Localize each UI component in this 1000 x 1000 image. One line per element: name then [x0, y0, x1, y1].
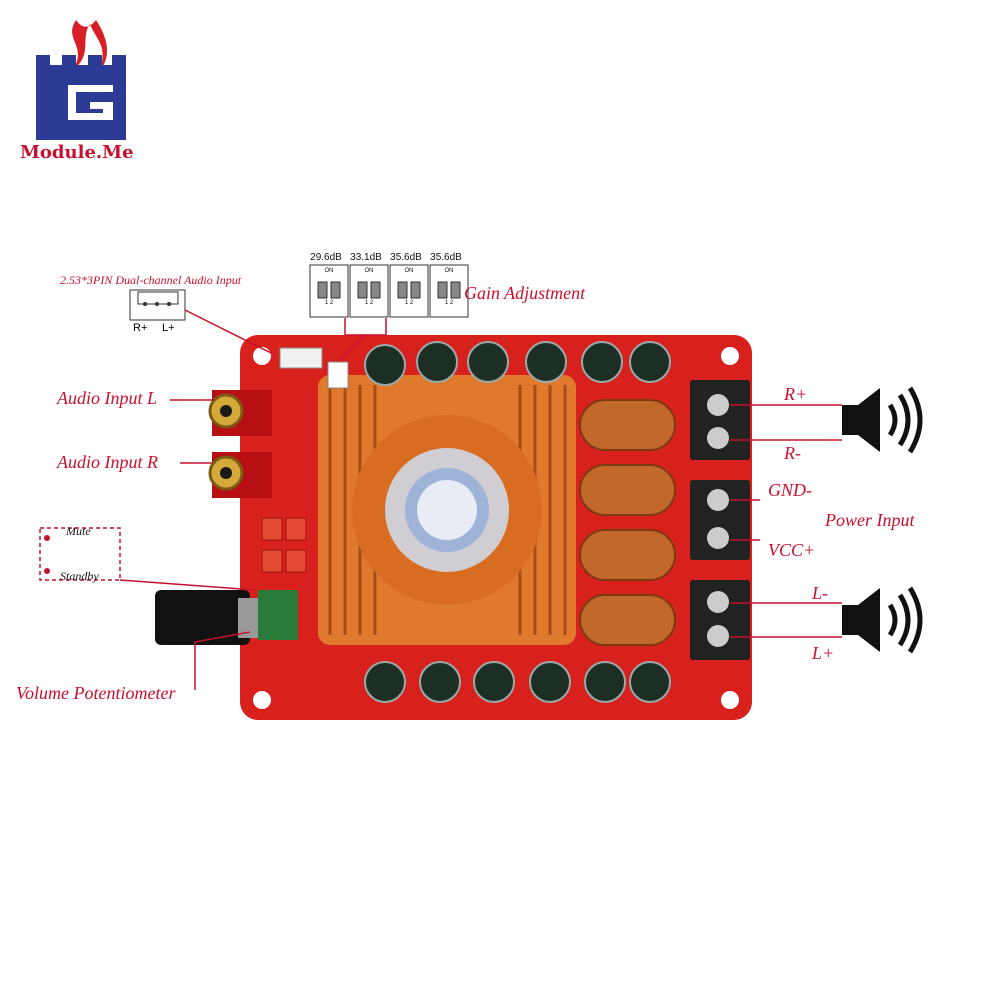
header-pin-r: R+	[133, 322, 148, 334]
volume-pot-label: Volume Potentiometer	[16, 683, 176, 703]
audio-input-header-label: 2.53*3PIN Dual-channel Audio Input	[60, 273, 242, 287]
input-header-drawing	[129, 289, 186, 321]
audio-input-l-label: Audio Input L	[57, 388, 158, 408]
mute-standby-switch	[39, 527, 121, 581]
logo-emblem	[36, 20, 126, 140]
terminal-l-plus: L+	[812, 643, 835, 663]
mount-hole	[253, 691, 271, 709]
capacitor	[629, 341, 671, 383]
gain-on-2: ON	[364, 268, 374, 274]
inductor-coil	[579, 594, 676, 646]
inductor-coil	[579, 399, 676, 451]
gain-pins-4: 1 2	[444, 300, 454, 306]
gain-db-3: 35.6dB	[390, 252, 422, 263]
header-pin-l: L+	[162, 322, 175, 334]
terminal-block-l	[690, 580, 750, 660]
terminal-block-power	[690, 480, 750, 560]
terminal-r-plus: R+	[784, 384, 808, 404]
gain-pins-3: 1 2	[404, 300, 414, 306]
rca-jack-l	[208, 390, 272, 436]
gain-db-1: 29.6dB	[310, 252, 342, 263]
gain-pins-2: 1 2	[364, 300, 374, 306]
mount-hole	[721, 347, 739, 365]
capacitor	[467, 341, 509, 383]
gain-pins-1: 1 2	[324, 300, 334, 306]
mount-hole	[721, 691, 739, 709]
brand-text: Module.Me	[20, 142, 134, 163]
capacitor	[416, 341, 458, 383]
capacitor	[629, 661, 671, 703]
terminal-l-minus: L-	[812, 583, 829, 603]
rca-jack-r	[208, 452, 272, 498]
terminal-block-r	[690, 380, 750, 460]
terminal-r-minus: R-	[784, 443, 801, 463]
g-letter-icon	[68, 85, 113, 120]
capacitor	[364, 661, 406, 703]
input-header-connector	[279, 347, 323, 369]
mount-hole	[253, 347, 271, 365]
gain-adjustment-label: Gain Adjustment	[464, 283, 586, 303]
audio-input-r-label: Audio Input R	[57, 452, 158, 472]
gain-db-4: 35.6dB	[430, 252, 462, 263]
capacitor	[525, 341, 567, 383]
logo: Module.Me	[18, 10, 148, 170]
terminal-vcc: VCC+	[768, 540, 816, 560]
speaker-icon	[842, 386, 923, 454]
capacitor	[473, 661, 515, 703]
gain-on-1: ON	[324, 268, 334, 274]
capacitor	[581, 341, 623, 383]
capacitor	[584, 661, 626, 703]
power-input-label: Power Input	[825, 510, 915, 530]
terminal-gnd: GND-	[768, 480, 812, 500]
heatsink	[318, 375, 576, 645]
gain-switch-drawings	[309, 264, 469, 318]
flame-icon	[72, 20, 108, 70]
capacitor	[364, 344, 406, 386]
volume-knob	[155, 590, 298, 645]
capacitor	[419, 661, 461, 703]
inductor-coil	[579, 529, 676, 581]
capacitor	[529, 661, 571, 703]
mute-label: Mute	[66, 524, 91, 538]
dip-switch	[327, 361, 349, 389]
gain-db-2: 33.1dB	[350, 252, 382, 263]
gain-on-4: ON	[444, 268, 454, 274]
gain-on-3: ON	[404, 268, 414, 274]
speaker-icon	[842, 586, 923, 654]
standby-label: Standby	[60, 569, 99, 583]
inductor-coil	[579, 464, 676, 516]
